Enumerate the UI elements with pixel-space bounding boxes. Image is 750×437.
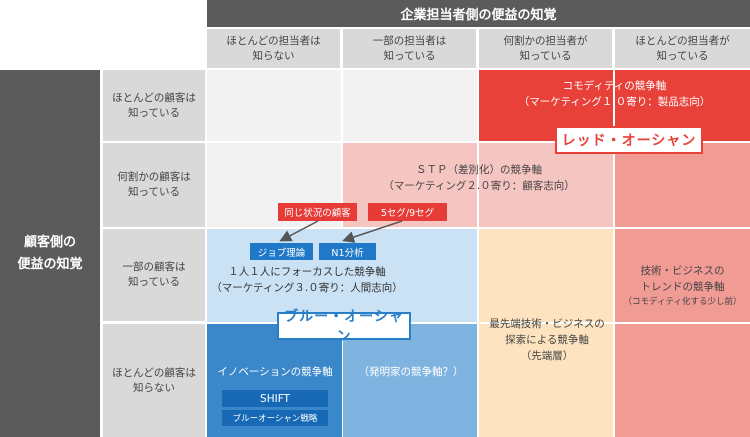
stp-title: ＳＴＰ（差別化）の競争軸 xyxy=(416,164,542,176)
job-theory-label: ジョブ理論 xyxy=(257,247,306,259)
innovation-title: イノベーションの競争軸 xyxy=(217,366,333,378)
column-header-label: ほとんどの担当者が 知っている xyxy=(635,34,730,62)
inventor-text: （発明家の競争軸？） xyxy=(343,364,479,380)
column-header-label: 一部の担当者は 知っている xyxy=(372,34,447,62)
shift-tag: SHIFT xyxy=(222,390,328,407)
column-header-3: 何割かの担当者が 知っている xyxy=(479,29,612,68)
grid-line-h3 xyxy=(207,322,750,324)
frontier-subtitle: （先端層） xyxy=(520,350,574,362)
column-header-1: ほとんどの担当者は 知らない xyxy=(207,29,340,68)
company-perception-title: 企業担当者側の便益の知覚 xyxy=(400,8,557,23)
grid-line-v2 xyxy=(477,70,479,437)
grid-line-h2 xyxy=(207,227,750,229)
grid-line-h1 xyxy=(207,141,750,143)
arrow-five-seg xyxy=(342,220,403,243)
trend-text: 技術・ビジネスの トレンドの競争軸 （コモディティ化する少し前） xyxy=(615,263,750,309)
focus-text: １人１人にフォーカスした競争軸 （マーケティング３.０寄り：人間志向） xyxy=(207,264,407,296)
commodity-title: コモディティの競争軸 xyxy=(562,80,667,92)
grid-line-v1b xyxy=(342,324,343,437)
column-header-4: ほとんどの担当者が 知っている xyxy=(615,29,750,68)
arrow-same-situation xyxy=(279,220,319,242)
five-seg-tag: 5セグ/9セグ xyxy=(368,203,447,221)
innovation-text: イノベーションの競争軸 xyxy=(207,364,343,380)
job-theory-tag: ジョブ理論 xyxy=(250,243,313,260)
column-header-label: 何割かの担当者が 知っている xyxy=(503,34,588,62)
row-label-text: ほとんどの顧客は 知らない xyxy=(112,366,196,394)
grid-line-v1 xyxy=(341,70,343,229)
row-label-3: 一部の顧客は 知っている xyxy=(103,229,205,321)
company-perception-header: 企業担当者側の便益の知覚 xyxy=(207,0,750,27)
blue-ocean-strategy-tag: ブルーオーシャン戦略 xyxy=(222,410,328,426)
red-ocean-banner: レッド・オーシャン xyxy=(555,126,703,154)
red-ocean-label: レッド・オーシャン xyxy=(561,133,697,149)
trend-subtitle: （コモディティ化する少し前） xyxy=(623,297,742,307)
frontier-region xyxy=(479,229,615,437)
trend-region xyxy=(615,143,750,437)
commodity-text: コモディティの競争軸 （マーケティング１.０寄り：製品志向） xyxy=(479,78,750,110)
frontier-title: 最先端技術・ビジネスの 探索による競争軸 xyxy=(489,318,605,346)
commodity-subtitle: （マーケティング１.０寄り：製品志向） xyxy=(518,96,711,108)
focus-subtitle: （マーケティング３.０寄り：人間志向） xyxy=(211,282,403,294)
focus-title: １人１人にフォーカスした競争軸 xyxy=(228,266,386,278)
inventor-title: （発明家の競争軸？） xyxy=(358,366,464,378)
stp-text: ＳＴＰ（差別化）の競争軸 （マーケティング２.０寄り：顧客志向） xyxy=(343,162,615,194)
customer-perception-title: 顧客側の 便益の知覚 xyxy=(17,234,83,272)
five-seg-label: 5セグ/9セグ xyxy=(380,208,435,219)
row-label-text: 何割かの顧客は 知っている xyxy=(117,171,191,198)
shift-label: SHIFT xyxy=(260,392,290,405)
stp-subtitle: （マーケティング２.０寄り：顧客志向） xyxy=(383,180,575,192)
row-label-4: ほとんどの顧客は 知らない xyxy=(103,324,205,437)
blue-ocean-label: ブルー・オーシャン xyxy=(284,309,404,345)
customer-perception-header: 顧客側の 便益の知覚 xyxy=(0,70,100,437)
row-label-text: ほとんどの顧客は 知っている xyxy=(112,91,196,119)
row-label-1: ほとんどの顧客は 知っている xyxy=(103,70,205,141)
row-label-text: 一部の顧客は 知っている xyxy=(122,261,186,288)
frontier-text: 最先端技術・ビジネスの 探索による競争軸 （先端層） xyxy=(479,316,615,364)
column-header-2: 一部の担当者は 知っている xyxy=(343,29,476,68)
same-situation-tag: 同じ状況の顧客 xyxy=(278,203,357,221)
blue-ocean-strategy-label: ブルーオーシャン戦略 xyxy=(232,414,318,424)
grid-line-v3 xyxy=(613,70,615,437)
n1-analysis-label: N1分析 xyxy=(331,247,364,259)
same-situation-label: 同じ状況の顧客 xyxy=(284,208,351,219)
n1-analysis-tag: N1分析 xyxy=(319,243,376,260)
trend-title: 技術・ビジネスの トレンドの競争軸 xyxy=(640,265,725,293)
row-label-2: 何割かの顧客は 知っている xyxy=(103,143,205,227)
blue-ocean-banner: ブルー・オーシャン xyxy=(277,309,411,345)
inventor-region xyxy=(343,324,479,437)
column-header-label: ほとんどの担当者は 知らない xyxy=(226,34,321,62)
